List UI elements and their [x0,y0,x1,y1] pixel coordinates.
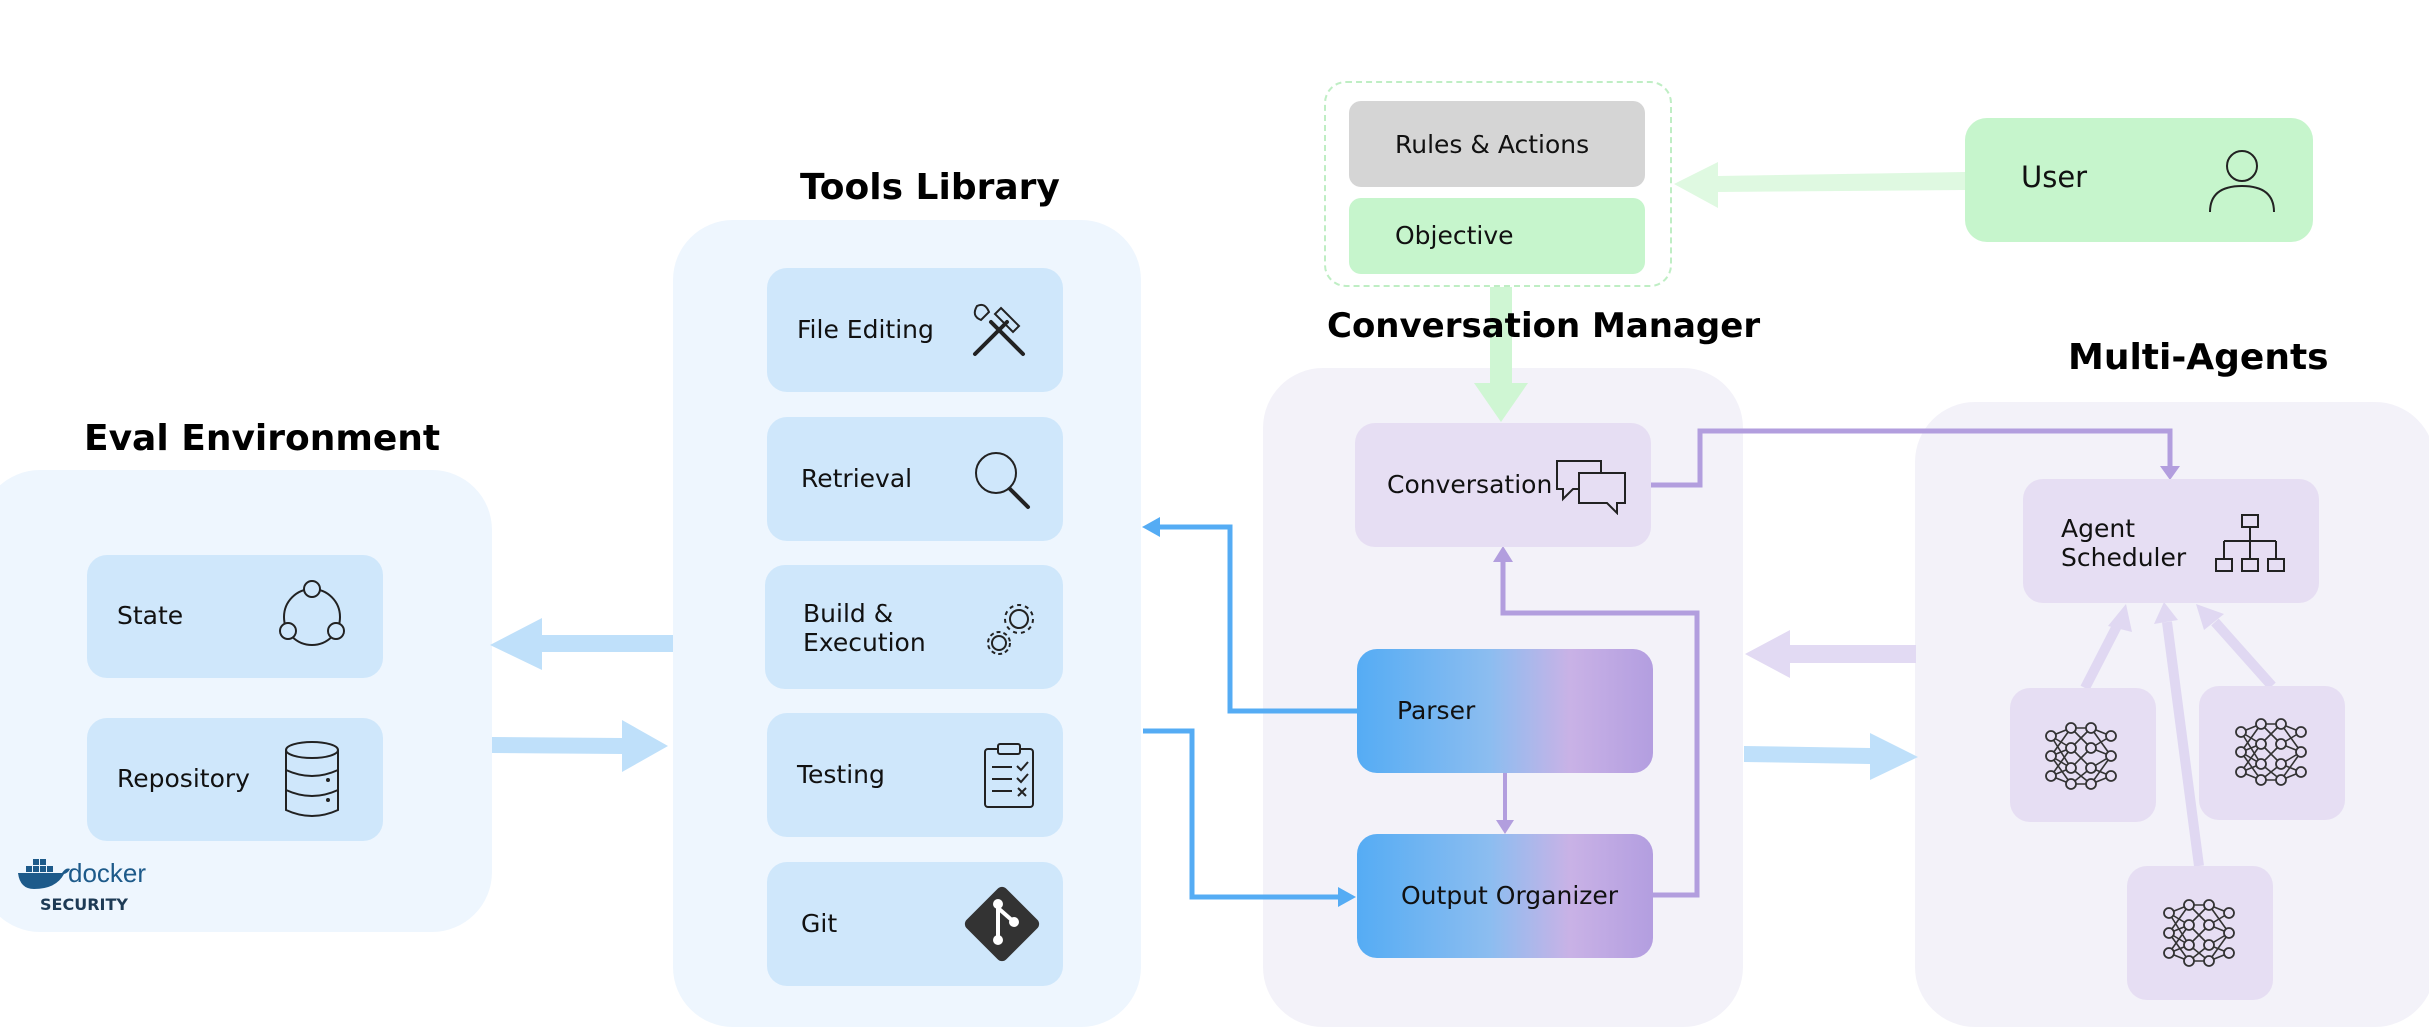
prompt-group [1324,81,1672,287]
docker-whale-icon [18,859,70,889]
objective-label: Objective [1395,221,1514,250]
chat-bubbles-icon [1556,460,1626,515]
title-multi-agents: Multi-Agents [2068,337,2329,378]
clipboard-checklist-icon [984,743,1034,808]
user-label: User [2021,160,2088,194]
agent-scheduler-box: Agent Scheduler [2023,479,2319,603]
title-conversation-manager: Conversation Manager [1327,306,1761,346]
output-organizer-box: Output Organizer [1357,834,1653,958]
magnifier-icon [975,452,1030,509]
objective-box: Objective [1349,198,1645,274]
hammer-wrench-icon [973,303,1025,356]
title-tools-library: Tools Library [800,167,1060,208]
arrow-conversation-to-scheduler [1650,428,2173,488]
git-logo-icon [964,886,1040,962]
output-organizer-label: Output Organizer [1401,881,1619,910]
build-execution-tool: Build & Execution [765,565,1063,689]
title-eval-environment: Eval Environment [84,418,441,459]
build-label-line1: Build & [803,599,894,628]
scheduler-label-line1: Agent [2061,514,2135,543]
state-cycle-icon [279,580,345,646]
agent-node-3 [2127,866,2273,1000]
docker-logo-text: docker [68,858,147,888]
testing-label: Testing [797,760,885,789]
git-label: Git [801,909,838,938]
rules-actions-box: Rules & Actions [1349,101,1645,187]
arrow-agent2-to-scheduler [2211,618,2276,690]
user-person-icon [2209,150,2275,213]
state-box: State [87,555,383,678]
user-box: User [1965,118,2313,242]
parser-label: Parser [1397,696,1476,725]
scheduler-label-line2: Scheduler [2061,543,2187,572]
build-label-line2: Execution [803,628,926,657]
retrieval-tool: Retrieval [767,417,1063,541]
parser-box: Parser [1357,649,1653,773]
arrow-prompt-to-conversation [1474,287,1528,422]
agent-node-2 [2199,686,2345,820]
eval-environment-panel [0,470,492,932]
file-editing-label: File Editing [797,315,934,344]
arrow-manager-to-agents [1744,733,1918,780]
hierarchy-chart-icon [2215,514,2285,572]
rules-actions-label: Rules & Actions [1395,130,1590,159]
git-tool: Git [767,862,1063,986]
retrieval-label: Retrieval [801,464,913,493]
arrow-parser-to-tools [1158,524,1358,714]
arrow-agent1-to-scheduler [2080,617,2125,691]
database-icon [285,741,339,817]
arrow-agents-to-manager [1745,630,1916,678]
arrow-agent3-to-scheduler [2162,621,2204,867]
testing-tool: Testing [767,713,1063,837]
arrow-eval-to-tools [492,720,668,772]
arrow-organizer-to-conversation [1500,560,1700,898]
conversation-box: Conversation [1355,423,1651,547]
arrow-user-to-prompt [1674,162,1965,208]
conversation-label: Conversation [1387,470,1553,499]
state-label: State [117,601,184,630]
arrow-tools-to-eval [490,618,673,670]
agent-node-1 [2010,688,2156,822]
arrow-tools-to-organizer [1143,728,1340,900]
repository-label: Repository [117,764,250,793]
security-label: SECURITY [40,895,128,914]
gears-icon [987,604,1034,655]
file-editing-tool: File Editing [767,268,1063,392]
repository-box: Repository [87,718,383,841]
